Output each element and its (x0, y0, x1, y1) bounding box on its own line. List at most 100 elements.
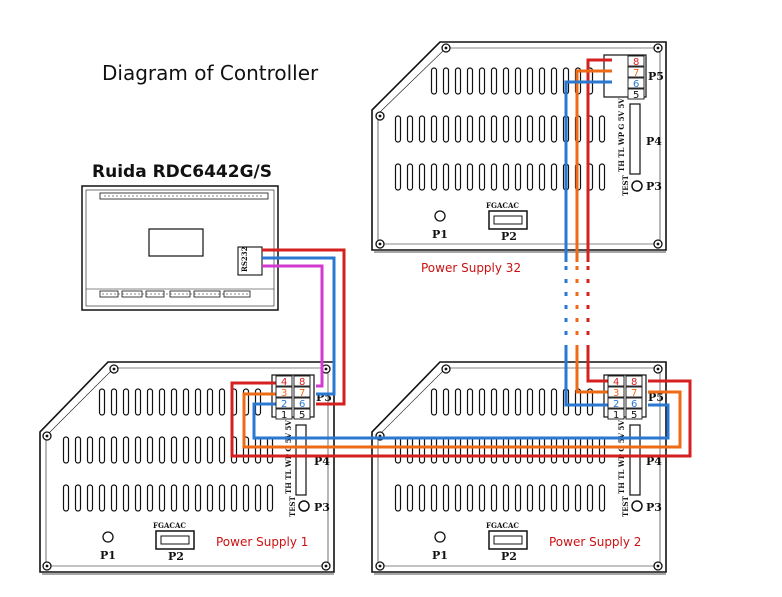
vent-slot (206, 436, 214, 464)
vent-slot (586, 436, 594, 464)
vent-slot (110, 484, 118, 512)
pin-cell (625, 375, 643, 387)
pin-number: 8 (631, 377, 637, 388)
vent-slot (502, 388, 510, 416)
vent-slot (254, 484, 262, 512)
pin-cell (607, 375, 625, 387)
vent-slot (490, 484, 498, 512)
pin-number: 2 (613, 399, 619, 410)
controller-board: Ruida RDC6442G/S RS232 (81, 162, 279, 311)
pin-number: 5 (633, 90, 639, 101)
vent-slot (526, 484, 534, 512)
wiring (230, 58, 692, 458)
power-supply-name: Power Supply 1 (216, 535, 308, 549)
vent-slot (466, 67, 474, 95)
vent-slot (490, 436, 498, 464)
vent-slot (98, 388, 106, 416)
pin-number: 7 (633, 68, 639, 79)
vent-slot (490, 163, 498, 191)
vent-slot (514, 67, 522, 95)
vent-slot (218, 436, 226, 464)
vent-slot (86, 436, 94, 464)
vent-slot (146, 436, 154, 464)
wire-blue (564, 345, 612, 407)
vent-slot (134, 436, 142, 464)
vent-slot (62, 484, 70, 512)
vent-slot (218, 388, 226, 416)
pin-number: 8 (299, 377, 305, 388)
vent-slot (430, 67, 438, 95)
vent-slot (538, 436, 546, 464)
wire-orange (242, 390, 682, 449)
pin-number: 7 (631, 388, 637, 399)
vent-slot (454, 388, 462, 416)
vent-slot (586, 484, 594, 512)
vent-slot (574, 436, 582, 464)
controller-name: Ruida RDC6442G/S (92, 162, 272, 182)
vent-slot (574, 484, 582, 512)
wire-red (262, 248, 346, 406)
vent-slot (230, 484, 238, 512)
pin-number: 7 (299, 388, 305, 399)
wire-red (230, 379, 692, 458)
vent-slot (490, 115, 498, 143)
vent-slot (478, 67, 486, 95)
vent-slot (466, 115, 474, 143)
test-label: TEST (621, 174, 630, 196)
vent-slot (110, 436, 118, 464)
vent-slot (562, 436, 570, 464)
pin-number: 1 (613, 410, 619, 421)
pin-cell (627, 55, 645, 67)
power-supply-name: Power Supply 32 (421, 261, 521, 275)
vent-slot (430, 388, 438, 416)
p3-label: P3 (646, 180, 662, 193)
vent-slot (182, 484, 190, 512)
vent-slot (122, 436, 130, 464)
p2-label: P2 (501, 550, 517, 563)
vent-slot (418, 436, 426, 464)
vent-slot (158, 436, 166, 464)
vent-slot (538, 484, 546, 512)
vent-slot (146, 484, 154, 512)
vent-slot (442, 388, 450, 416)
vent-slot (158, 388, 166, 416)
vent-slot (98, 484, 106, 512)
vent-slot (466, 163, 474, 191)
vent-slot (394, 163, 402, 191)
vent-slot (490, 388, 498, 416)
pin-cell (275, 386, 293, 398)
p2-label: P2 (501, 230, 517, 243)
vent-slot (598, 484, 606, 512)
p2-text: FGACAC (153, 521, 186, 530)
pin-cell (293, 375, 311, 387)
vent-slot (442, 67, 450, 95)
vent-slot (454, 436, 462, 464)
vent-slot (502, 484, 510, 512)
vent-slot (502, 163, 510, 191)
vent-slot (454, 115, 462, 143)
vent-slot (158, 484, 166, 512)
vent-slot (206, 484, 214, 512)
vent-slot (170, 484, 178, 512)
vent-slot (454, 163, 462, 191)
vent-slot (406, 115, 414, 143)
p4-label: P4 (646, 135, 662, 148)
vent-slot (394, 484, 402, 512)
vent-slot (550, 484, 558, 512)
pin-number: 3 (281, 388, 287, 399)
pin-cell (607, 386, 625, 398)
wire-orange (575, 345, 612, 394)
pin-number: 5 (299, 410, 305, 421)
vent-slot (430, 436, 438, 464)
pin-number: 3 (613, 388, 619, 399)
pin-cell (293, 408, 311, 420)
pin-number: 4 (281, 377, 287, 388)
vent-slot (478, 115, 486, 143)
vent-slot (514, 388, 522, 416)
vent-slot (442, 163, 450, 191)
p4-label: P4 (646, 455, 662, 468)
wire-blue (564, 80, 612, 262)
vent-slot (206, 388, 214, 416)
